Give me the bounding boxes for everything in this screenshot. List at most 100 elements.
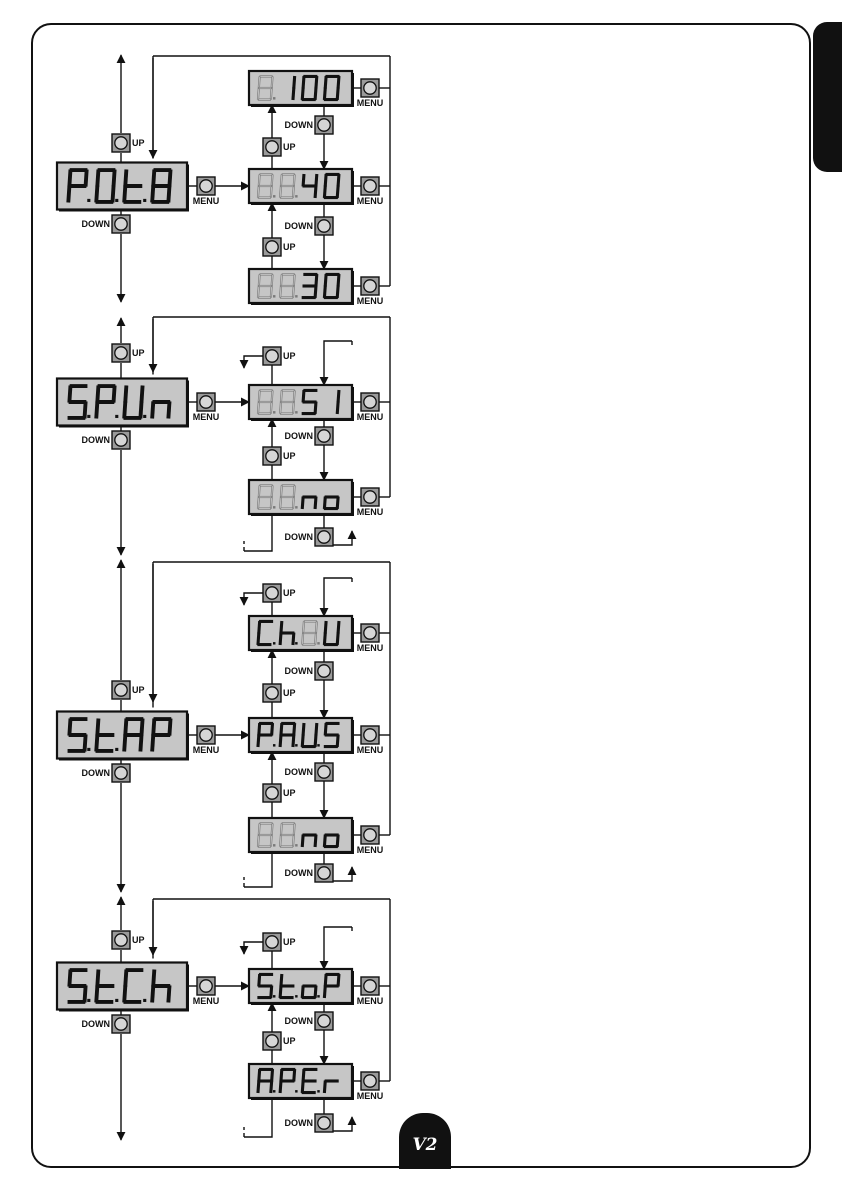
down-button-label: DOWN [285, 431, 314, 441]
button-icon [200, 729, 212, 741]
decimal-dot [273, 1090, 275, 1092]
segment-lit [124, 736, 125, 749]
button-icon [318, 1015, 330, 1027]
decimal-dot [317, 1090, 319, 1092]
connector-line [244, 593, 263, 605]
connector-line [244, 1098, 272, 1137]
segment-lit [302, 836, 303, 845]
button-icon [115, 434, 127, 446]
button-icon [318, 220, 330, 232]
segment-lit [153, 171, 154, 184]
decimal-dot [87, 999, 90, 1002]
segment-lit [315, 187, 316, 196]
up-button-label: UP [283, 142, 296, 152]
segment-lit [142, 387, 143, 400]
button-icon [266, 587, 278, 599]
segment-lit [85, 987, 86, 1000]
connector-line [244, 514, 272, 551]
button-icon [364, 280, 376, 292]
segment-lit [315, 836, 316, 845]
connector-line [333, 531, 352, 545]
segment-lit [141, 403, 142, 416]
segment-lit [337, 403, 338, 412]
segment-lit [258, 736, 259, 745]
button-icon [318, 766, 330, 778]
decimal-dot [273, 844, 275, 846]
button-icon [266, 350, 278, 362]
button-icon [318, 119, 330, 131]
segment-lit [324, 287, 325, 296]
segment-lit [68, 187, 69, 200]
segment-lit [96, 987, 97, 1000]
segment-lit [97, 387, 98, 400]
down-button-label: DOWN [285, 868, 314, 878]
segment-lit [280, 987, 281, 996]
down-button-label: DOWN [82, 435, 111, 445]
segment-lit [280, 634, 281, 643]
segment-lit [302, 1082, 303, 1091]
seven-segment-digit [293, 78, 295, 99]
segment-lit [97, 971, 98, 984]
segment-lit [85, 403, 86, 416]
up-button-label: UP [132, 138, 145, 148]
button-icon [266, 141, 278, 153]
decimal-dot [273, 506, 275, 508]
button-icon [115, 767, 127, 779]
button-icon [266, 936, 278, 948]
segment-lit [315, 287, 316, 296]
decimal-dot [295, 1090, 297, 1092]
decimal-dot [115, 999, 118, 1002]
connector-line [244, 356, 263, 368]
decimal-dot [115, 748, 118, 751]
decimal-dot [317, 995, 319, 997]
down-button-label: DOWN [285, 120, 314, 130]
menu-button-label: MENU [357, 196, 384, 206]
segment-lit [337, 634, 338, 643]
segment-lit [280, 1082, 281, 1091]
segment-lit [303, 392, 304, 401]
decimal-dot [143, 415, 146, 418]
segment-lit [302, 987, 303, 996]
segment-lit [113, 187, 114, 200]
button-icon [364, 1075, 376, 1087]
segment-lit [293, 89, 294, 98]
segment-lit [325, 623, 326, 632]
segment-lit [338, 392, 339, 401]
button-icon [318, 430, 330, 442]
decimal-dot [87, 748, 90, 751]
segment-lit [315, 89, 316, 98]
button-icon [200, 980, 212, 992]
segment-lit [69, 720, 70, 733]
button-icon [364, 627, 376, 639]
segment-lit [324, 498, 325, 507]
segment-lit [125, 387, 126, 400]
segment-lit [302, 89, 303, 98]
button-icon [266, 787, 278, 799]
segment-lit [259, 725, 260, 734]
decimal-dot [295, 195, 297, 197]
button-icon [115, 218, 127, 230]
segment-lit [170, 171, 171, 184]
segment-lit [153, 720, 154, 733]
segment-lit [281, 1071, 282, 1080]
button-icon [364, 396, 376, 408]
segment-lit [152, 187, 153, 200]
connector-line [244, 942, 263, 954]
segment-lit [338, 976, 339, 985]
button-icon [115, 347, 127, 359]
down-button-label: DOWN [285, 666, 314, 676]
button-icon [318, 1117, 330, 1129]
button-icon [364, 829, 376, 841]
segment-lit [337, 89, 338, 98]
segment-lit [152, 736, 153, 749]
decimal-dot [115, 415, 118, 418]
button-icon [266, 1035, 278, 1047]
segment-lit [337, 498, 338, 507]
segment-lit [315, 736, 316, 745]
menu-button-label: MENU [193, 996, 220, 1006]
segment-lit [69, 387, 70, 400]
decimal-dot [295, 506, 297, 508]
down-button-label: DOWN [82, 768, 111, 778]
segment-lit [303, 725, 304, 734]
